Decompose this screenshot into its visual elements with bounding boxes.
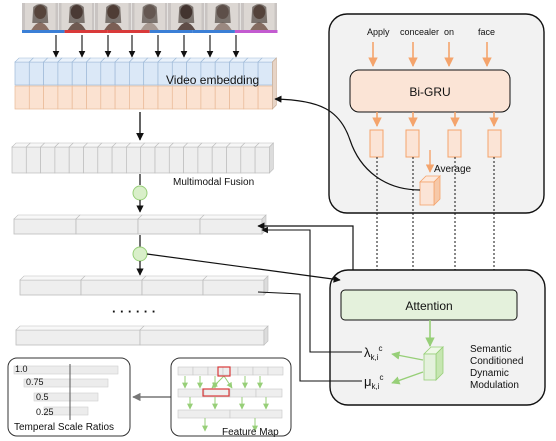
semantic-vector-cube xyxy=(423,346,444,381)
segment-color-bar xyxy=(22,30,278,33)
attention-box xyxy=(340,289,518,321)
feature-map-title: Feature Map xyxy=(222,427,279,438)
svg-text:Dynamic: Dynamic xyxy=(470,368,509,379)
scale-ratio-1: 1.0 xyxy=(15,364,28,374)
query-word-4: face xyxy=(478,27,495,37)
scdm-node-1 xyxy=(132,185,148,201)
video-frames-strip xyxy=(22,3,277,30)
svg-text:Conditioned: Conditioned xyxy=(470,356,523,367)
segment-bar-2 xyxy=(64,30,108,33)
temporal-conv-layer-2 xyxy=(19,275,269,296)
word-feature-boxes xyxy=(369,129,502,158)
bigru-box xyxy=(349,69,511,113)
temporal-conv-layer-1 xyxy=(13,214,267,235)
scale-ratio-4: 0.25 xyxy=(36,407,54,417)
scale-ratio-3: 0.5 xyxy=(36,392,49,402)
dotted-word-connections xyxy=(374,157,497,289)
frame-5 xyxy=(168,3,204,30)
frame-1 xyxy=(22,3,58,30)
multimodal-fusion-label: Multimodal Fusion xyxy=(173,177,254,188)
lambda-label: λk,ic xyxy=(364,344,383,362)
segment-bar-6 xyxy=(234,30,278,33)
svg-text:Modulation: Modulation xyxy=(470,380,519,391)
temporal-conv-layer-3 xyxy=(15,325,269,346)
query-word-3: on xyxy=(444,27,454,37)
segment-bar-4 xyxy=(149,30,193,33)
segment-bar-1 xyxy=(22,30,65,33)
video-embedding-label: Video embedding xyxy=(166,73,259,87)
scale-ratio-2: 0.75 xyxy=(26,377,44,387)
feature-map-highlight-top xyxy=(217,366,231,377)
mu-to-layer2-arrow xyxy=(257,291,362,382)
sentence-to-embedding-arrow xyxy=(274,95,421,191)
layers-ellipsis: · · · · · · xyxy=(112,304,156,319)
node2-to-attention-arrow xyxy=(146,253,341,283)
feature-map-grid xyxy=(177,366,284,432)
scale-ratios-title: Temperal Scale Ratios xyxy=(14,422,114,433)
frame-7 xyxy=(241,3,277,30)
scdm-node-2 xyxy=(132,246,148,262)
feature-map-highlight-mid xyxy=(202,388,230,397)
video-embedding-blocks xyxy=(14,57,278,110)
cube-to-mu-arrow xyxy=(391,371,424,385)
cube-to-lambda-arrow xyxy=(391,351,424,361)
svg-text:Semantic: Semantic xyxy=(470,344,512,355)
query-word-1: Apply xyxy=(367,27,390,37)
average-label: Average xyxy=(434,164,472,175)
frame-2 xyxy=(58,3,95,30)
frame-down-arrows xyxy=(52,35,240,58)
frame-3 xyxy=(95,3,131,30)
lambda-to-layer1-arrow xyxy=(261,226,362,353)
fusion-feature-blocks xyxy=(11,142,275,174)
bigru-output-arrows xyxy=(372,112,499,127)
frame-6 xyxy=(204,3,241,30)
scale-ratio-bars xyxy=(13,365,119,416)
attention-to-layer1-arrow xyxy=(257,222,354,270)
mu-label: μk,ic xyxy=(364,373,384,391)
sentence-feature-cube xyxy=(419,175,441,206)
bigru-label: Bi-GRU xyxy=(409,85,450,99)
query-word-2: concealer xyxy=(400,27,439,37)
attention-label: Attention xyxy=(405,299,452,313)
segment-bar-3 xyxy=(107,30,150,33)
segment-bar-5 xyxy=(192,30,235,33)
frame-4 xyxy=(131,3,168,30)
scdm-label: Semantic Conditioned Dynamic Modulation xyxy=(470,344,523,391)
